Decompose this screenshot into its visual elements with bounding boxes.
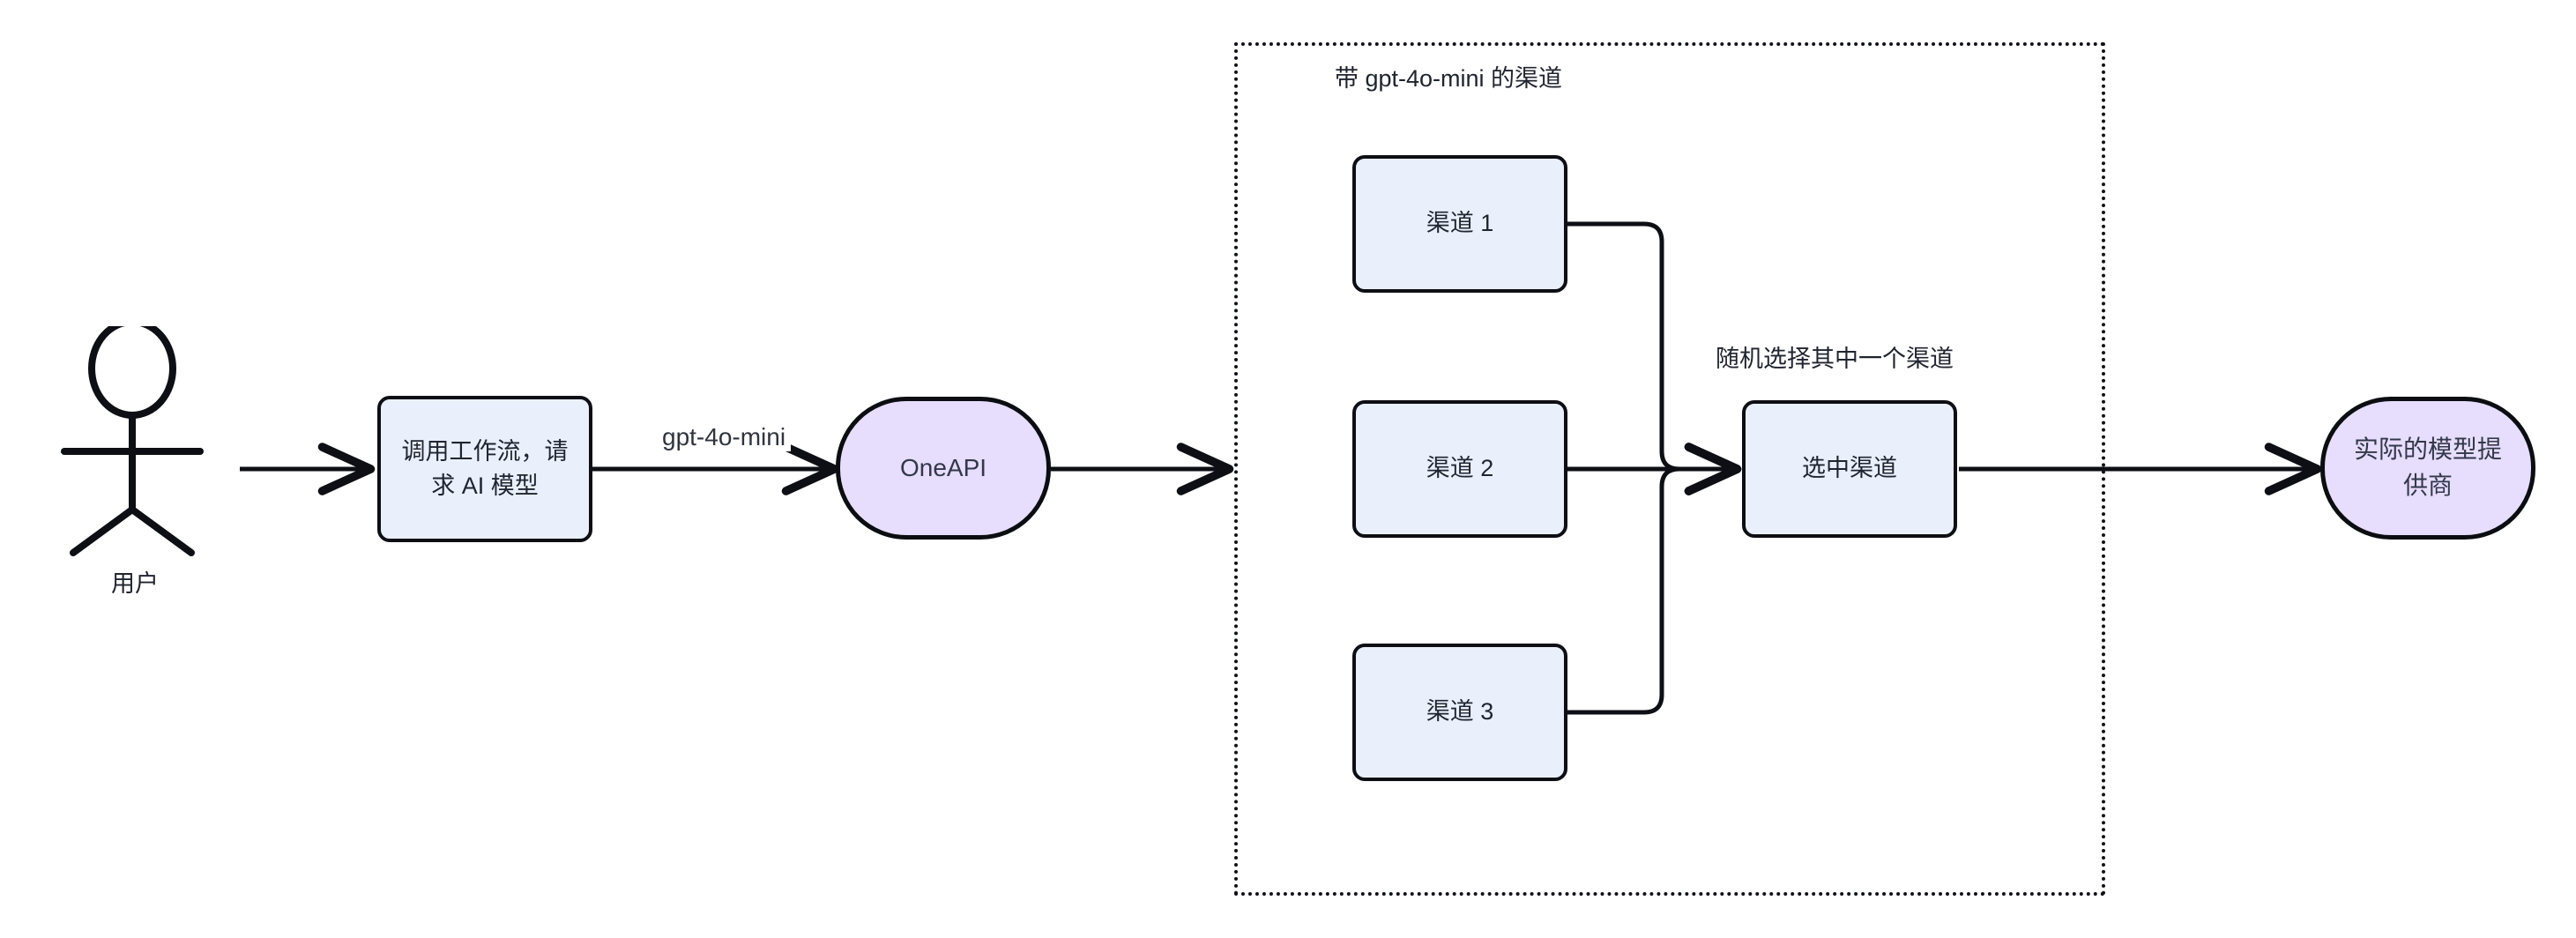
node-workflow-request-line2: 求 AI 模型 xyxy=(431,473,539,499)
stick-figure-user-icon xyxy=(61,326,204,556)
group-channels-label: 带 gpt-4o-mini 的渠道 xyxy=(1335,65,1563,92)
node-channel-3[interactable]: 渠道 3 xyxy=(1352,644,1567,781)
node-channel-1[interactable]: 渠道 1 xyxy=(1352,155,1567,293)
node-workflow-request-line1: 调用工作流，请 xyxy=(401,437,569,465)
node-model-provider[interactable]: 实际的模型提 供商 xyxy=(2320,397,2535,540)
edge-label-random-pick: 随机选择其中一个渠道 xyxy=(1716,346,1954,372)
node-channel-2[interactable]: 渠道 2 xyxy=(1352,400,1567,538)
node-model-provider-line1: 实际的模型提 xyxy=(2353,436,2502,464)
edge-label-model-name: gpt-4o-mini xyxy=(657,423,792,451)
actor-label: 用户 xyxy=(111,570,159,597)
node-model-provider-line2: 供商 xyxy=(2402,472,2453,499)
node-selected-channel[interactable]: 选中渠道 xyxy=(1742,400,1957,538)
node-oneapi[interactable]: OneAPI xyxy=(836,397,1051,540)
node-workflow-request[interactable]: 调用工作流，请 求 AI 模型 xyxy=(377,396,592,542)
group-channels-with-gpt4o-mini xyxy=(1234,42,2105,896)
